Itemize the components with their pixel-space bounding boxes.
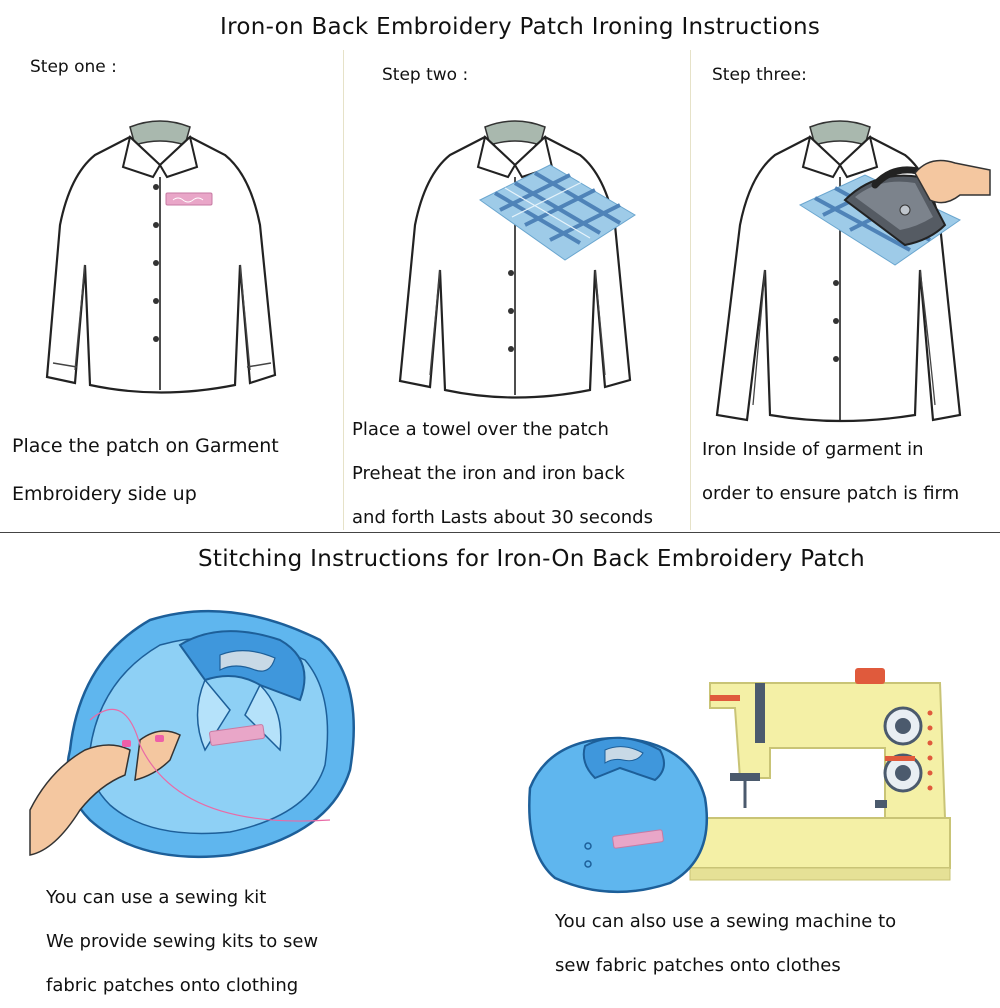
step-two-line: Preheat the iron and iron back <box>352 463 625 484</box>
sewing-machine-text: You can also use a sewing machine to sew… <box>555 900 896 988</box>
shirt-with-towel-illustration <box>398 120 636 399</box>
sewing-machine-line: You can also use a sewing machine to <box>555 911 897 932</box>
ironing-title: Iron-on Back Embroidery Patch Ironing In… <box>220 14 821 40</box>
step-two-line: Place a towel over the patch <box>352 419 609 440</box>
right-hand-icon <box>134 730 181 781</box>
step-three-line: order to ensure patch is firm <box>702 483 960 504</box>
step-three-label: Step three: <box>712 65 807 85</box>
step-three-text: Iron Inside of garment in order to ensur… <box>702 428 959 516</box>
pink-patch-icon <box>209 724 265 746</box>
step-two-text: Place a towel over the patch Preheat the… <box>352 408 653 540</box>
sewing-kit-line: fabric patches onto clothing <box>46 975 299 996</box>
sewing-kit-text: You can use a sewing kit We provide sewi… <box>46 876 318 1008</box>
step-two-line: and forth Lasts about 30 seconds <box>352 507 653 528</box>
left-hand-icon <box>29 744 131 856</box>
panel-divider <box>690 50 691 530</box>
sewing-kit-line: You can use a sewing kit <box>46 887 267 908</box>
step-three-line: Iron Inside of garment in <box>702 439 924 460</box>
pink-patch-icon <box>612 829 664 849</box>
ironing-shirt-illustration <box>715 120 991 423</box>
shirt-with-patch-illustration <box>45 120 277 394</box>
step-one-label: Step one : <box>30 57 117 77</box>
thread-icon <box>89 709 331 822</box>
panel-divider <box>343 50 344 530</box>
step-one-line: Embroidery side up <box>12 483 197 505</box>
stitching-title: Stitching Instructions for Iron-On Back … <box>198 546 865 572</box>
iron-icon <box>843 166 947 247</box>
sewing-kit-line: We provide sewing kits to sew <box>46 931 319 952</box>
hand-icon <box>914 159 991 204</box>
sewing-machine-illustration <box>528 668 951 894</box>
pink-patch-icon <box>165 192 213 206</box>
sewing-machine-icon <box>688 817 951 869</box>
section-divider <box>0 532 1000 533</box>
hand-sewing-illustration <box>29 609 355 859</box>
step-one-text: Place the patch on Garment Embroidery si… <box>12 422 279 518</box>
checkered-towel-icon <box>479 164 636 261</box>
step-two-label: Step two : <box>382 65 469 85</box>
sewing-machine-line: sew fabric patches onto clothes <box>555 955 841 976</box>
step-one-line: Place the patch on Garment <box>12 435 279 457</box>
